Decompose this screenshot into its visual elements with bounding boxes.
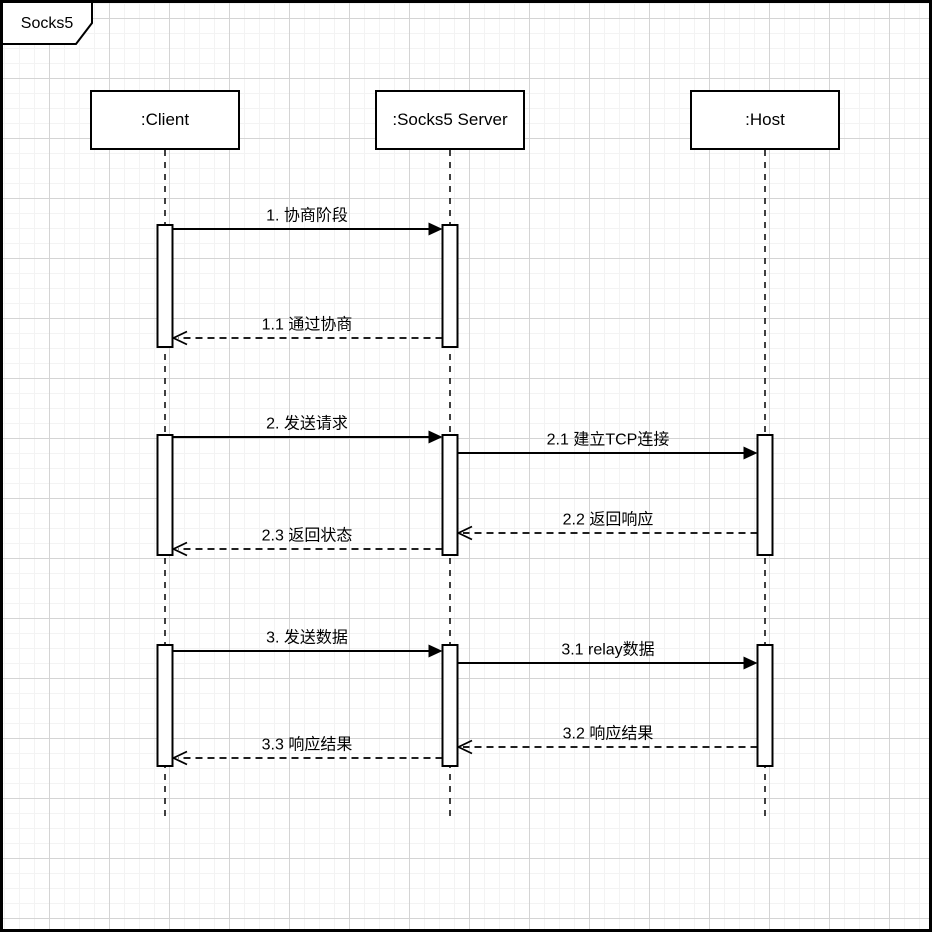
activation-server-3 — [441, 644, 459, 767]
message-3-3-label: 3.3 响应结果 — [261, 736, 353, 754]
message-1-label: 1. 协商阶段 — [266, 207, 348, 225]
arrowhead-open-icon — [171, 541, 188, 557]
actor-label-socks5-server: :Socks5 Server — [392, 110, 508, 129]
arrowhead-open-icon — [171, 750, 188, 766]
arrowhead-open-icon — [171, 330, 188, 346]
message-3-2-arrow — [456, 739, 758, 755]
actor-box-socks5-server: :Socks5 Server — [375, 90, 525, 150]
arrowhead-filled-icon — [743, 656, 758, 670]
frame-title: Socks5 — [20, 15, 74, 32]
arrowhead-open-icon — [456, 739, 473, 755]
activation-server-1 — [441, 224, 459, 348]
actor-label-host: :Host — [745, 110, 785, 129]
message-3-1-label: 3.1 relay数据 — [561, 641, 655, 659]
message-2-3-label: 2.3 返回状态 — [261, 527, 353, 545]
activation-host-3 — [756, 644, 774, 767]
message-2-2-label: 2.2 返回响应 — [562, 511, 654, 529]
actor-box-client: :Client — [90, 90, 240, 150]
message-2-2-arrow — [456, 525, 758, 541]
message-3-arrow — [173, 644, 443, 658]
arrowhead-filled-icon — [428, 644, 443, 658]
message-1-1-label: 1.1 通过协商 — [261, 316, 353, 334]
arrowhead-filled-icon — [428, 222, 443, 236]
message-3-3-arrow — [171, 750, 443, 766]
activation-client-2 — [156, 434, 174, 556]
message-3-2-label: 3.2 响应结果 — [562, 725, 654, 743]
actor-label-client: :Client — [140, 110, 190, 129]
activation-server-2 — [441, 434, 459, 556]
activation-client-3 — [156, 644, 174, 767]
message-1-1-arrow — [171, 330, 443, 346]
message-3-1-arrow — [458, 656, 758, 670]
message-2-1-label: 2.1 建立TCP连接 — [546, 431, 670, 449]
message-1-arrow — [173, 222, 443, 236]
arrowhead-open-icon — [456, 525, 473, 541]
message-2-arrow — [173, 430, 443, 444]
message-2-3-arrow — [171, 541, 443, 557]
message-2-label: 2. 发送请求 — [266, 415, 348, 433]
arrowhead-filled-icon — [743, 446, 758, 460]
message-2-1-arrow — [458, 446, 758, 460]
actor-box-host: :Host — [690, 90, 840, 150]
activation-host-2 — [756, 434, 774, 556]
arrowhead-filled-icon — [428, 430, 443, 444]
message-3-label: 3. 发送数据 — [266, 629, 348, 647]
activation-client-1 — [156, 224, 174, 348]
frame-tab-shape — [3, 3, 93, 45]
